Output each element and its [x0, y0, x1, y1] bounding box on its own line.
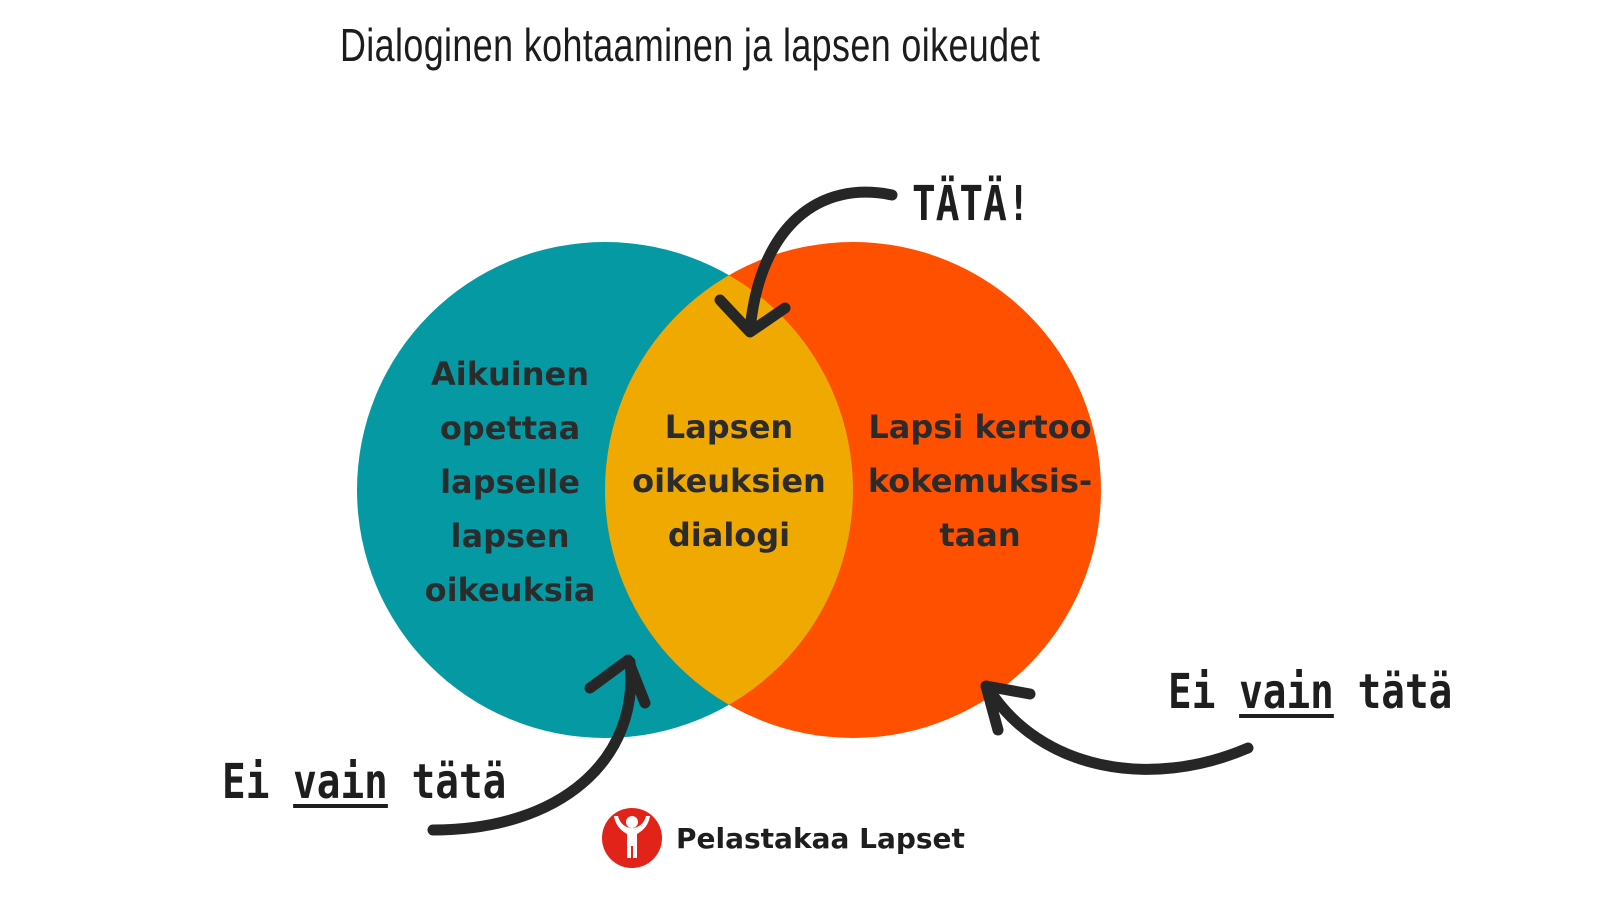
page-title: Dialoginen kohtaaminen ja lapsen oikeude… [340, 19, 1041, 71]
arrow-top-icon [714, 186, 898, 338]
right-line: kokemuksis- [867, 462, 1093, 500]
organization-logo: Pelastakaa Lapset [600, 806, 965, 870]
save-the-children-icon [602, 808, 662, 868]
center-line: Lapsen [664, 408, 794, 446]
emphasis-vain: vain [1239, 664, 1334, 720]
left-line: opettaa [439, 409, 581, 447]
intersection-text: Lapsen oikeuksien dialogi [625, 400, 833, 562]
arrow-left-icon [427, 654, 651, 836]
arrow-right-icon [980, 680, 1254, 775]
left-line: Aikuinen [430, 355, 590, 393]
center-line: oikeuksien [632, 462, 826, 500]
callout-right: Ei vain tätä [1168, 664, 1453, 720]
right-circle-text: Lapsi kertoo kokemuksis- taan [855, 400, 1105, 562]
callout-top: TÄTÄ! [912, 176, 1031, 232]
right-line: Lapsi kertoo [868, 408, 1092, 446]
emphasis-vain: vain [293, 754, 388, 810]
logo-text: Pelastakaa Lapset [676, 821, 965, 855]
left-circle-text: Aikuinen opettaa lapselle lapsen oikeuks… [385, 347, 635, 617]
intersection-region [605, 242, 853, 738]
right-line: taan [939, 516, 1021, 554]
left-line: lapselle [440, 463, 580, 501]
callout-left: Ei vain tätä [222, 754, 507, 810]
left-line: oikeuksia [424, 571, 596, 609]
left-line: lapsen [450, 517, 570, 555]
center-line: dialogi [667, 516, 791, 554]
